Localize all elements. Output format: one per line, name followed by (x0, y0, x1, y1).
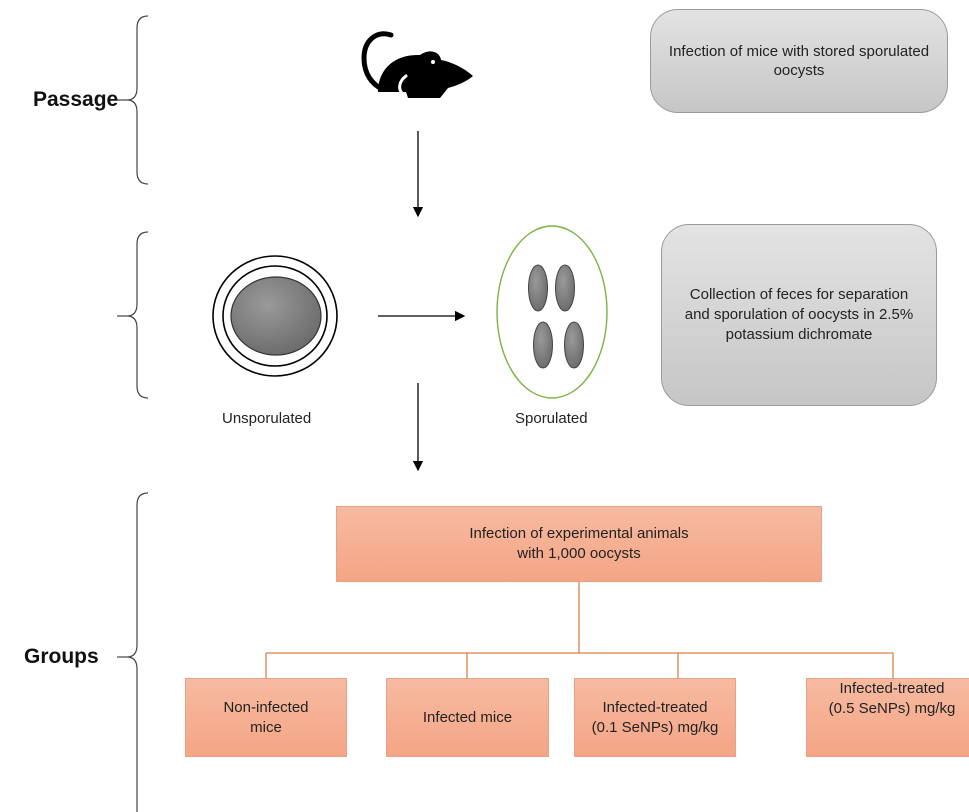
group-box-non-infected: Non-infected mice (185, 678, 347, 757)
group-box-line2: mice (250, 718, 282, 736)
infection-box-line2: with 1,000 oocysts (517, 545, 641, 562)
group-box-infected: Infected mice (386, 678, 549, 757)
infection-box-line1: Infection of experimental animals (469, 525, 689, 542)
note-infection: Infection of mice with stored sporulated… (650, 9, 948, 113)
group-box-line2: (0.1 SeNPs) mg/kg (591, 718, 719, 736)
group-box-line1: Non-infected (223, 698, 309, 716)
sporulation-bracket (126, 231, 149, 399)
group-box-line1: Infected-treated (602, 698, 708, 716)
group-box-treated-high: Infected-treated (0.5 SeNPs) mg/kg (806, 678, 969, 757)
group-connectors (265, 582, 894, 678)
sporulated-oocyst-icon (496, 225, 608, 399)
note-collection: Collection of feces for separation and s… (661, 224, 937, 406)
group-box-line1: Infected mice (422, 708, 513, 726)
group-box-line1: Infected-treated (839, 680, 945, 697)
group-box-line2: (0.5 SeNPs) mg/kg (828, 700, 956, 717)
unsporulated-oocyst-icon (212, 255, 338, 377)
mouse-icon (361, 31, 473, 98)
groups-bracket (126, 492, 149, 812)
stage-label-passage: Passage (33, 88, 119, 111)
stage-label-groups: Groups (24, 645, 99, 668)
caption-unsporulated: Unsporulated (222, 410, 312, 427)
caption-sporulated: Sporulated (515, 410, 588, 427)
group-box-treated-low: Infected-treated (0.1 SeNPs) mg/kg (574, 678, 736, 757)
infection-box: Infection of experimental animals with 1… (336, 506, 822, 582)
passage-bracket (126, 15, 149, 185)
